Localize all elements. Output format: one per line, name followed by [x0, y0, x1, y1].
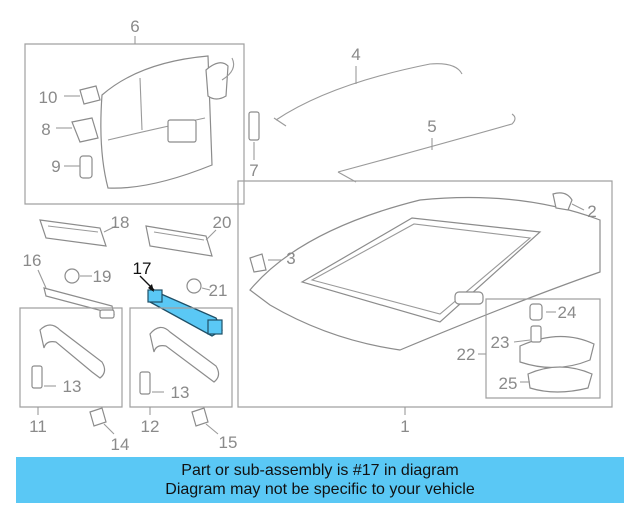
callout-18: 18	[111, 213, 130, 232]
callout-4: 4	[351, 45, 360, 64]
callout-23: 23	[491, 333, 510, 352]
screw-7: 7	[248, 111, 260, 180]
callout-12: 12	[141, 417, 160, 436]
callout-8: 8	[41, 120, 50, 139]
grip-handle-left: 13 11 14	[19, 307, 130, 454]
handle-bracket-left: 18 19 16	[23, 213, 130, 319]
callout-25: 25	[499, 374, 518, 393]
callout-10: 10	[39, 88, 58, 107]
handle-bracket-right: 20 21	[145, 213, 232, 300]
callout-13b: 13	[171, 383, 190, 402]
callout-9: 9	[51, 157, 60, 176]
callout-3: 3	[286, 249, 295, 268]
weatherstrips: 4 5	[273, 45, 516, 183]
banner-line-2: Diagram may not be specific to your vehi…	[165, 481, 475, 498]
part-17-highlighted: 17	[133, 259, 223, 337]
callout-16: 16	[23, 251, 42, 270]
callout-7: 7	[249, 161, 258, 180]
callout-1: 1	[400, 417, 409, 436]
headliner-group: 2 3 1	[237, 180, 613, 436]
callout-15: 15	[219, 433, 238, 452]
banner-line-1: Part or sub-assembly is #17 in diagram	[181, 462, 459, 479]
callout-22: 22	[457, 345, 476, 364]
callout-20: 20	[213, 213, 232, 232]
callout-13a: 13	[63, 377, 82, 396]
info-banner: Part or sub-assembly is #17 in diagram D…	[16, 457, 624, 503]
callout-5: 5	[427, 117, 436, 136]
callout-14: 14	[111, 435, 130, 454]
callout-21: 21	[209, 281, 228, 300]
grip-handle-right: 13 12 15	[129, 307, 238, 452]
map-lamp-group: 24 23 25 22	[457, 298, 601, 399]
callout-17: 17	[133, 259, 152, 278]
parts-diagram: 6 10 8 9 7 4 5 2 3 1	[19, 17, 613, 454]
callout-19: 19	[93, 267, 112, 286]
callout-24: 24	[558, 303, 577, 322]
sun-visor-group: 6 10 8 9	[24, 17, 245, 205]
callout-2: 2	[587, 202, 596, 221]
callout-11: 11	[29, 417, 47, 436]
callout-6: 6	[130, 17, 139, 36]
